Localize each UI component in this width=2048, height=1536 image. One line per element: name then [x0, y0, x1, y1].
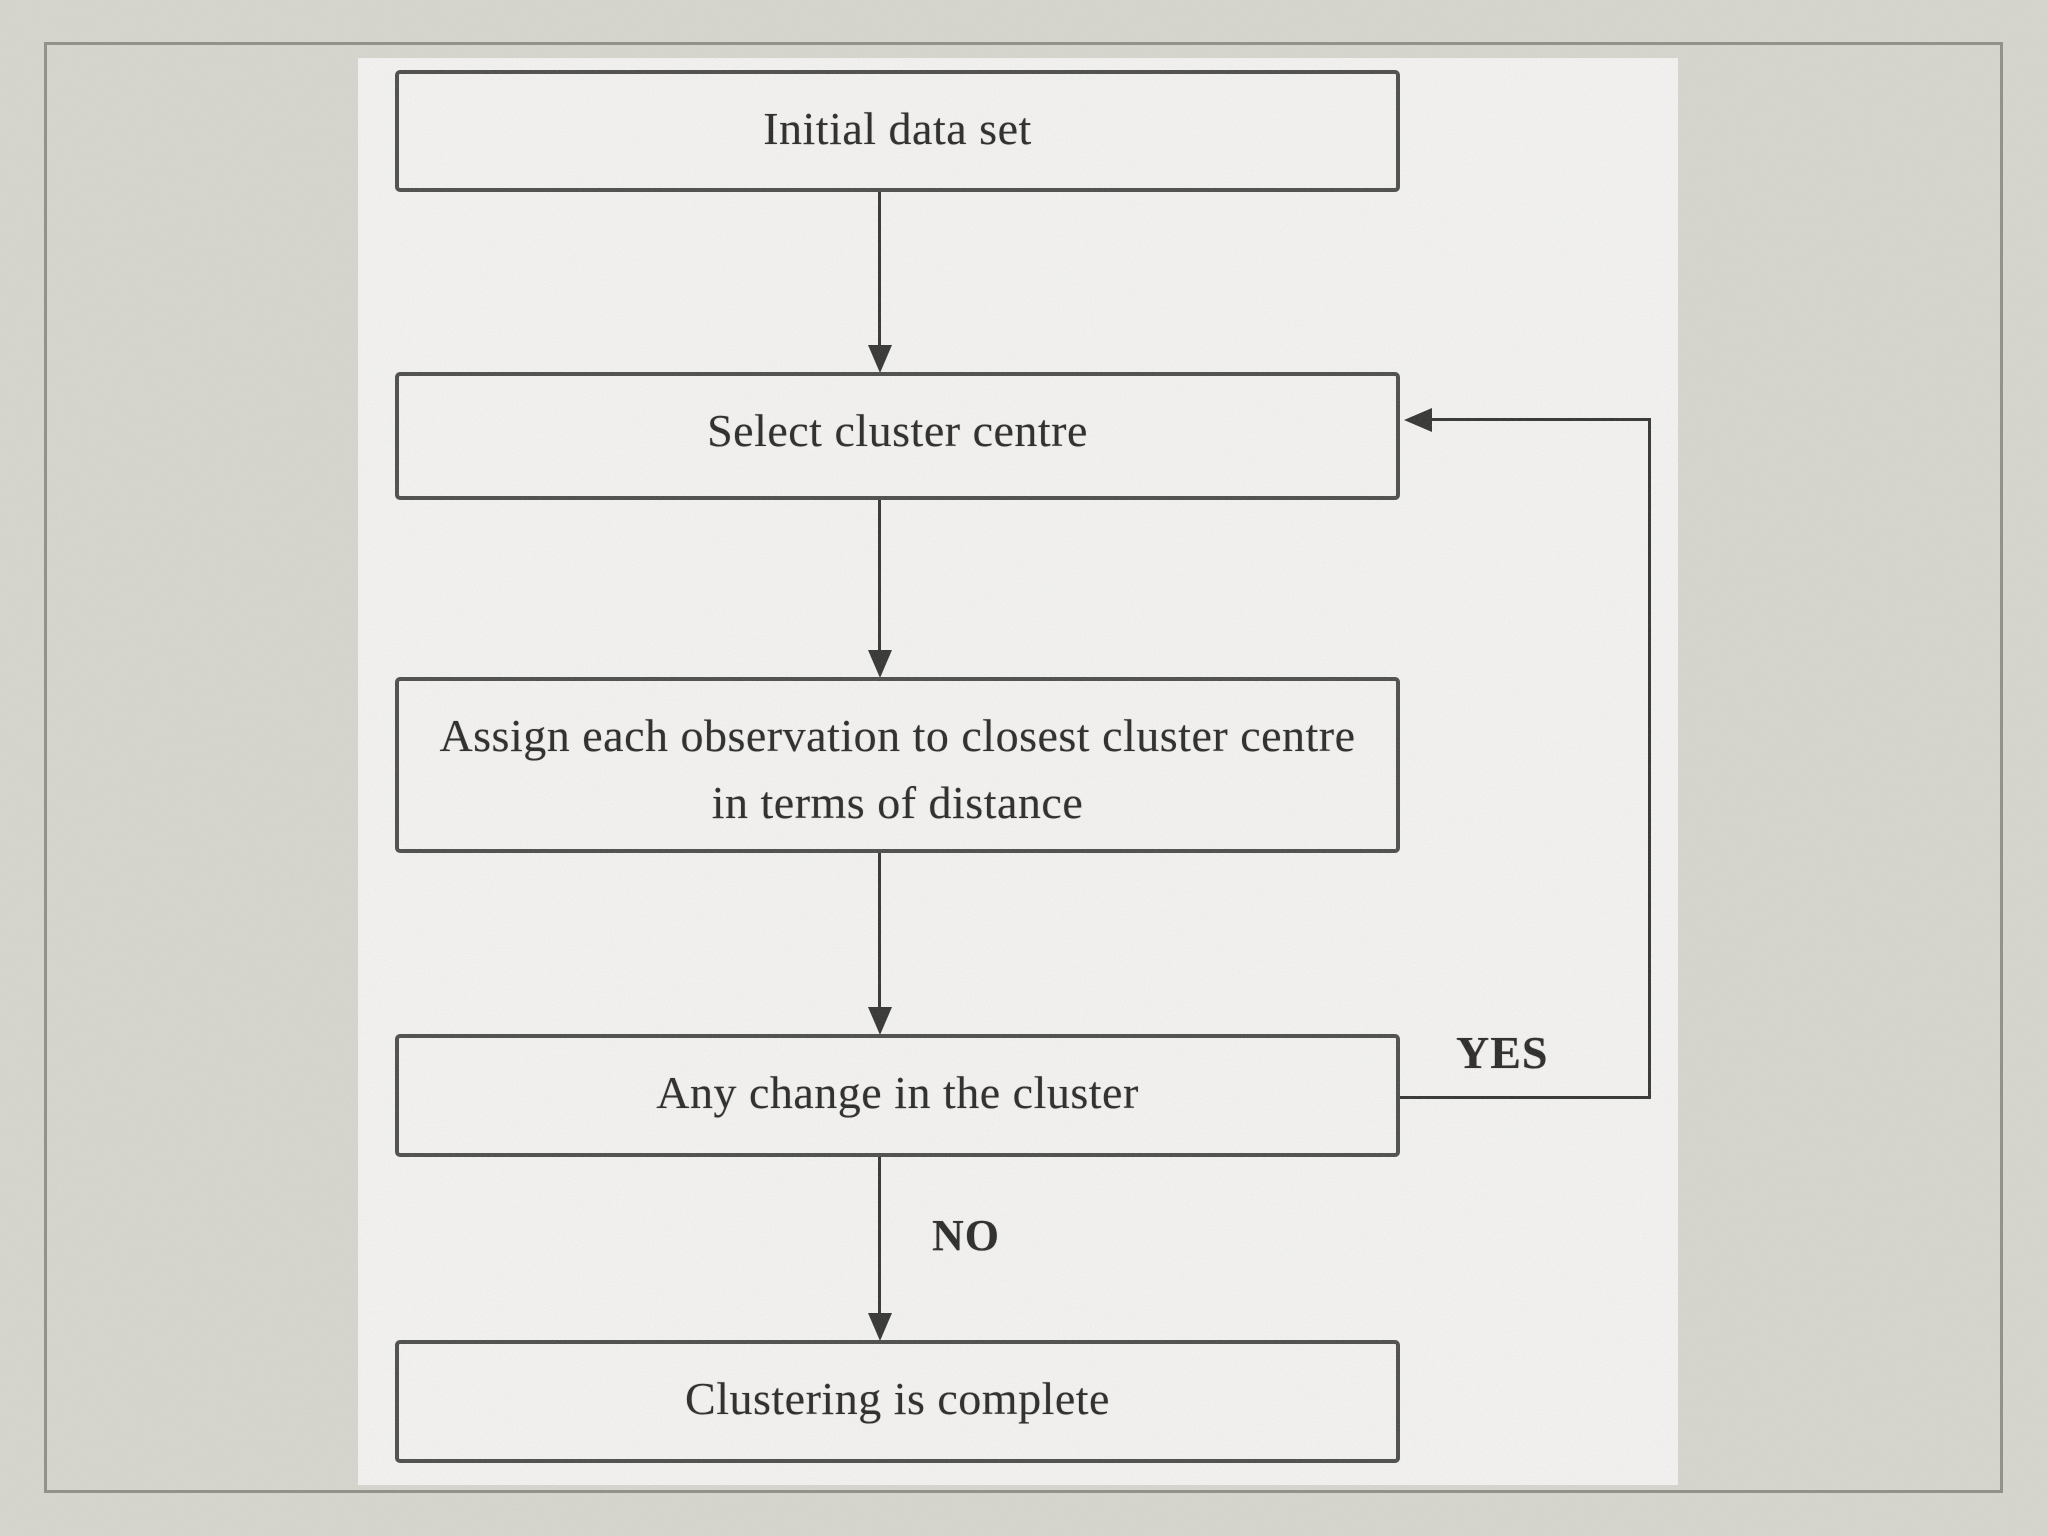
arrow-down-icon [868, 650, 892, 678]
flow-box-any-change-in-cluster: Any change in the cluster [395, 1034, 1400, 1157]
yes-branch-label: YES [1456, 1027, 1549, 1078]
flow-box-assign-observations: Assign each observation to closest clust… [395, 677, 1400, 853]
arrow-down-icon [868, 345, 892, 373]
yes-branch-vertical [1648, 418, 1651, 1099]
flow-box-label: Select cluster centre [707, 405, 1088, 456]
flow-box-clustering-complete: Clustering is complete [395, 1340, 1400, 1463]
connector-initial-to-select [878, 192, 881, 346]
connector-no-branch [878, 1157, 881, 1314]
flow-box-label: Clustering is complete [685, 1373, 1110, 1424]
flow-box-label: Any change in the cluster [656, 1067, 1139, 1118]
arrow-down-icon [868, 1313, 892, 1341]
connector-assign-to-change [878, 853, 881, 1008]
flow-box-initial-data-set: Initial data set [395, 70, 1400, 192]
yes-branch-horizontal-bottom [1400, 1096, 1651, 1099]
flow-box-select-cluster-centre: Select cluster centre [395, 372, 1400, 500]
arrow-down-icon [868, 1007, 892, 1035]
arrow-left-icon [1404, 408, 1432, 432]
flow-box-label: Assign each observation to closest clust… [439, 710, 1356, 828]
flow-box-label: Initial data set [763, 103, 1032, 154]
no-branch-label: NO [932, 1211, 1000, 1260]
yes-branch-horizontal-top [1430, 418, 1651, 421]
connector-select-to-assign [878, 500, 881, 651]
